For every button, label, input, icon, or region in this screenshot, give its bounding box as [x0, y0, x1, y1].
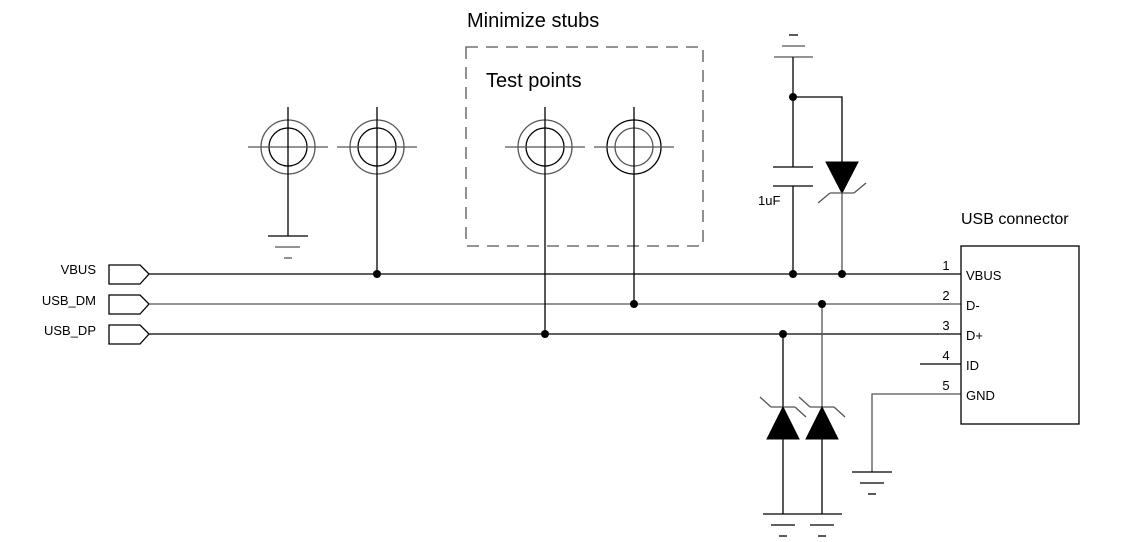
capacitor-1uf[interactable]: [773, 57, 813, 274]
junction-dot: [838, 270, 846, 278]
pin-number-1: 1: [942, 258, 949, 273]
usb-connector-body[interactable]: [960, 245, 1080, 425]
net-gnd: [871, 393, 961, 472]
pin-number-3: 3: [942, 318, 949, 333]
ground-symbol-tp1: [268, 235, 308, 259]
capacitor-value: 1uF: [758, 193, 780, 208]
port-symbol-vbus[interactable]: [108, 264, 150, 285]
ground-symbol-tvs: [763, 513, 842, 537]
usb-connector-title: USB connector: [961, 211, 1069, 228]
junction-dot: [818, 300, 826, 308]
test-points-label: Test points: [486, 70, 582, 92]
ground-symbol-connector: [852, 471, 892, 495]
pin-name-gnd: GND: [966, 388, 995, 403]
junction-dot: [789, 93, 797, 101]
pin-name-dminus: D-: [966, 298, 980, 313]
minimize-stubs-label: Minimize stubs: [467, 10, 599, 32]
ground-symbol-top: [774, 34, 813, 58]
tvs-diode-dm[interactable]: [798, 304, 846, 514]
junction-dot: [373, 270, 381, 278]
port-symbol-usb-dp[interactable]: [108, 324, 150, 345]
pin-name-dplus: D+: [966, 328, 983, 343]
port-label-usb-dp: USB_DP: [44, 323, 96, 338]
junction-dot: [630, 300, 638, 308]
test-point-4[interactable]: [594, 107, 674, 304]
junction-dot: [779, 330, 787, 338]
junction-dot: [789, 270, 797, 278]
test-point-2[interactable]: [337, 107, 417, 274]
test-point-3[interactable]: [505, 107, 585, 334]
pin-name-vbus: VBUS: [966, 268, 1002, 283]
pin-number-4: 4: [942, 348, 949, 363]
port-label-vbus: VBUS: [61, 262, 97, 277]
port-symbol-usb-dm[interactable]: [108, 294, 150, 315]
pin-number-5: 5: [942, 378, 949, 393]
test-point-1[interactable]: [248, 107, 328, 236]
pin-name-id: ID: [966, 358, 979, 373]
port-label-usb-dm: USB_DM: [42, 293, 96, 308]
tvs-diode-vbus[interactable]: [793, 96, 867, 274]
tvs-diode-dp[interactable]: [759, 334, 807, 514]
pin-number-2: 2: [942, 288, 949, 303]
junction-dot: [541, 330, 549, 338]
